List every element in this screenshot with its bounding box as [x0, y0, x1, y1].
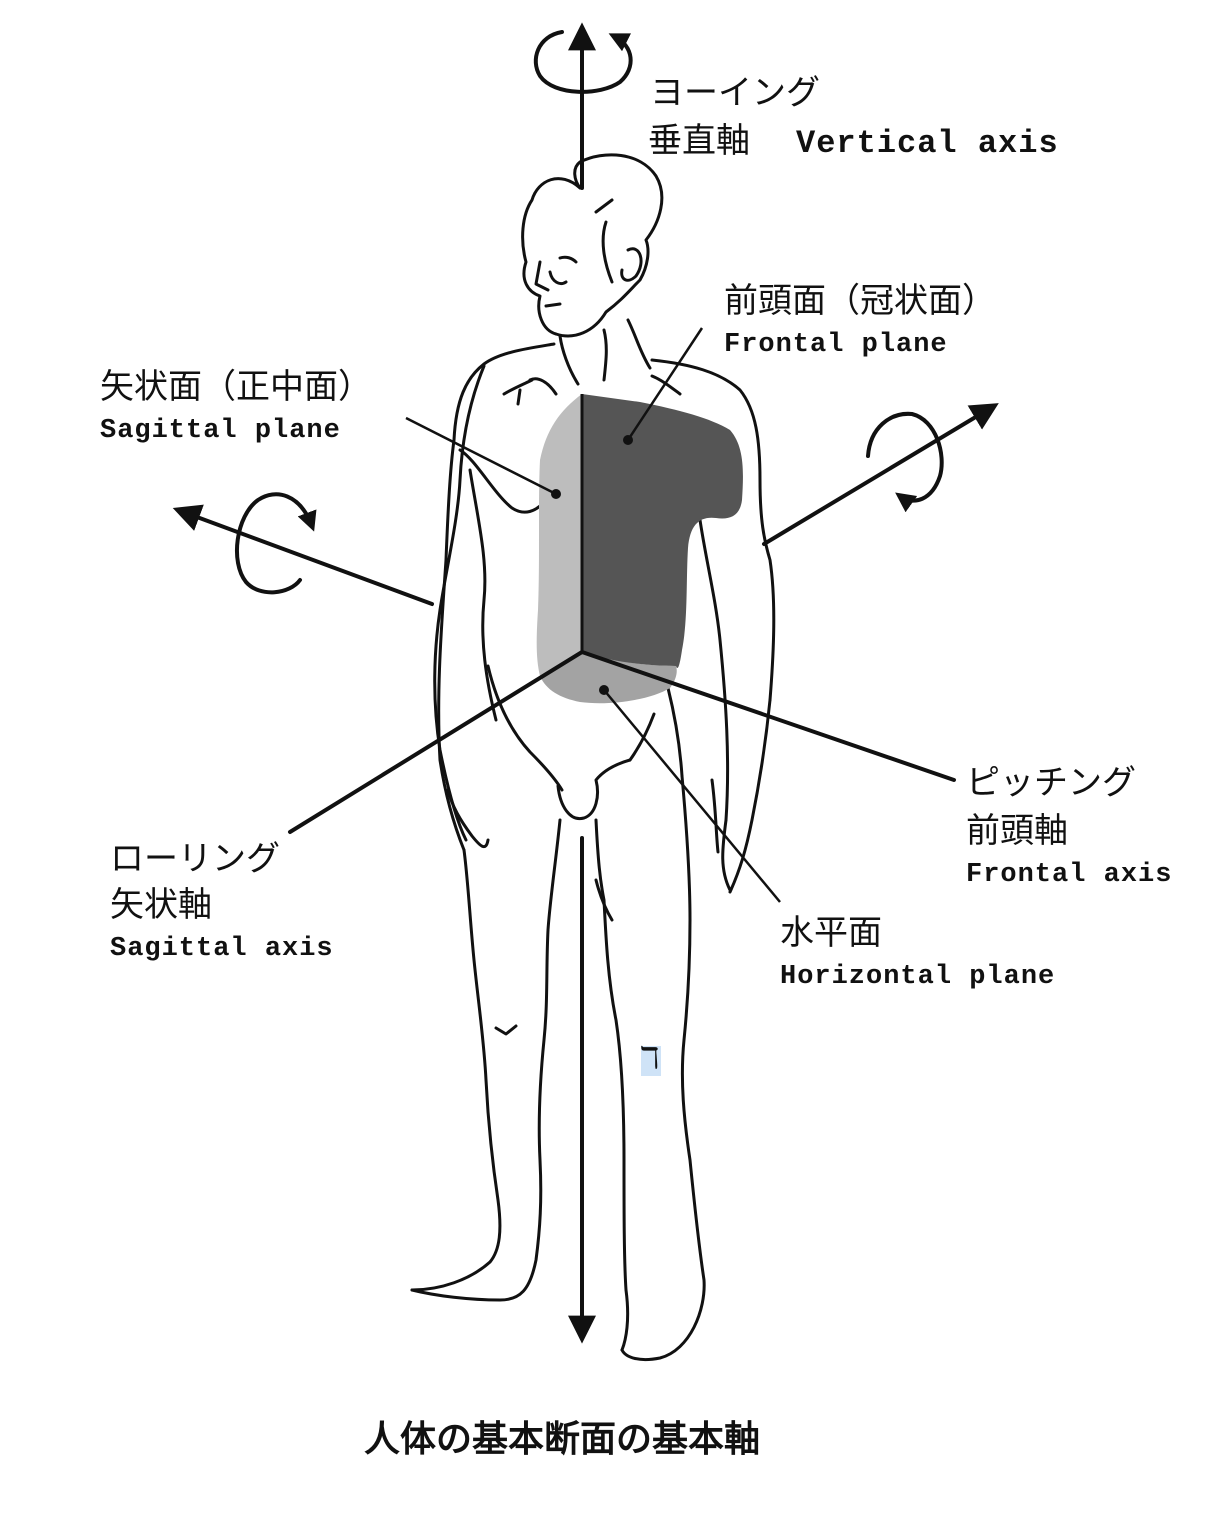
hand-left: [446, 788, 490, 849]
neck: [558, 328, 608, 386]
leg-right-inner: [594, 818, 630, 1352]
sagittal-plane-jp-label: 矢状面（正中面）: [100, 367, 372, 407]
neck-right: [626, 318, 652, 370]
knee-mark-highlight: [641, 1046, 661, 1076]
mouth: [544, 302, 562, 308]
leader-lines: [405, 327, 781, 903]
horizontal-plane-jp-label: 水平面: [780, 913, 882, 953]
frontal-axis-right: [580, 650, 956, 782]
pitch-rotation-arrow-right: [866, 411, 944, 513]
leg-left-outer: [410, 848, 502, 1292]
nostril-line: [548, 270, 568, 286]
hip-right: [666, 686, 684, 778]
vertical-axis-en-label: Vertical axis: [796, 125, 1059, 162]
sagittal-axis-en-label: Sagittal axis: [110, 934, 334, 964]
sagittal-axis-right: [762, 403, 999, 546]
frontal-plane-jp-label: 前頭面（冠状面）: [724, 281, 996, 321]
frontal-plane-shape: [582, 394, 743, 669]
shoulder-right: [650, 358, 776, 702]
frontal-plane-dot: [623, 435, 633, 445]
head-outline: [521, 153, 664, 338]
clavicle-mid: [528, 377, 558, 396]
arm-right-outer: [728, 698, 772, 894]
leg-right-outer: [620, 774, 706, 1362]
frontal-axis-jp-label: 前頭軸: [966, 811, 1068, 851]
horizontal-plane-shape: [540, 652, 677, 704]
forearm-left-inner: [468, 468, 498, 722]
anatomical-planes: [536, 394, 743, 704]
sagittal-plane-shape: [536, 394, 582, 676]
pitch-label: ピッチング: [966, 763, 1136, 803]
sagittal-plane-dot: [551, 489, 561, 499]
arm-right-inner: [698, 518, 730, 822]
yaw-rotation-arrow: [533, 30, 633, 94]
clavicle-left: [502, 378, 534, 406]
horizontal-plane-en-label: Horizontal plane: [780, 962, 1056, 992]
leg-left-inner: [410, 818, 562, 1302]
knee-mark: ℸ: [640, 1041, 660, 1076]
frontal-axis-en-label: Frontal axis: [966, 860, 1173, 890]
sagittal-axis-jp-label: 矢状軸: [110, 885, 212, 925]
axes: [172, 22, 999, 1344]
vertical-axis-jp-label: 垂直軸: [648, 121, 750, 161]
human-figure: [410, 153, 776, 1362]
horizontal-plane-dot: [599, 685, 609, 695]
chest-left: [458, 448, 548, 514]
leader-dots: [551, 435, 633, 695]
frontal-plane-leader: [626, 327, 704, 441]
roll-rotation-arrow-left: [234, 492, 317, 595]
thigh-right-line: [594, 878, 614, 922]
groin: [556, 758, 632, 821]
hand-right: [710, 778, 732, 892]
rotation-arrows: [234, 30, 944, 595]
knee-left: [494, 1024, 518, 1036]
yaw-label: ヨーイング: [650, 73, 820, 113]
horizontal-plane-leader: [603, 689, 781, 903]
sagittal-axis-left: [288, 650, 584, 834]
hip-left: [486, 664, 564, 792]
figure-caption: 人体の基本断面の基本軸: [364, 1419, 761, 1460]
sagittal-plane-leader: [405, 416, 557, 496]
sagittal-plane-en-label: Sagittal plane: [100, 416, 341, 446]
nose: [534, 260, 550, 292]
frontal-plane-en-label: Frontal plane: [724, 330, 948, 360]
frontal-axis-left: [172, 504, 434, 606]
eye: [558, 255, 578, 264]
torso-left: [437, 342, 556, 852]
clavicle-right: [650, 374, 682, 396]
roll-label: ローリング: [110, 839, 280, 879]
hair-line: [594, 198, 614, 284]
ear: [620, 247, 643, 282]
